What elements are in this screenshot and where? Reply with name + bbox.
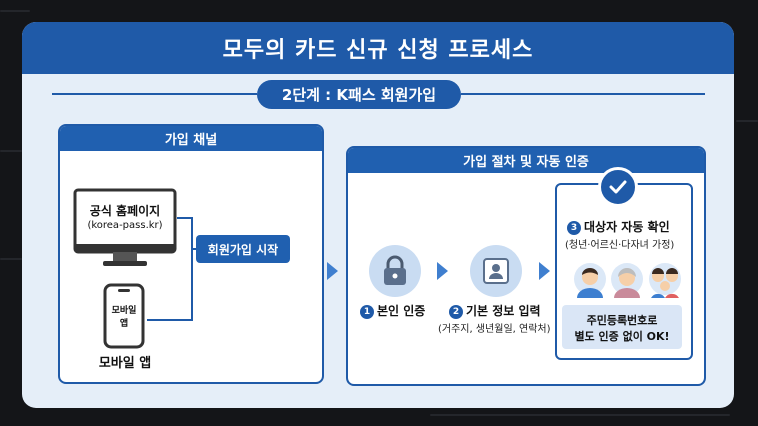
lock-icon bbox=[384, 255, 406, 285]
note-box bbox=[562, 305, 682, 349]
stage-pill: 2단계 : K패스 회원가입 bbox=[257, 80, 461, 109]
step3-text: 대상자 자동 확인 bbox=[584, 220, 670, 234]
title-bar: 모두의 카드 신규 신청 프로세스 bbox=[22, 22, 734, 74]
senior-person-icon bbox=[611, 263, 643, 298]
background-line bbox=[0, 150, 22, 152]
note-line-1: 주민등록번호로 bbox=[586, 314, 658, 327]
step1-number: 1 bbox=[360, 305, 374, 319]
arrow-icon bbox=[539, 262, 550, 280]
connector-vertical bbox=[191, 217, 193, 321]
connector-bottom bbox=[147, 319, 193, 321]
background-line bbox=[0, 258, 22, 260]
phone-icon bbox=[103, 283, 145, 349]
arrow-icon bbox=[437, 262, 448, 280]
step2-number: 2 bbox=[449, 305, 463, 319]
step1-text: 본인 인증 bbox=[377, 304, 426, 318]
phone-screen-text-1: 모바일 bbox=[111, 306, 137, 316]
step3-sub: (청년·어르신·다자녀 가정) bbox=[565, 240, 675, 251]
step2-icon-circle bbox=[470, 245, 522, 297]
process-panel-header: 가입 절차 및 자동 인증 bbox=[348, 148, 704, 173]
phone-screen-text-2: 앱 bbox=[119, 319, 129, 329]
check-icon bbox=[598, 167, 638, 207]
background-line bbox=[736, 120, 758, 122]
stage-divider-left bbox=[52, 93, 257, 95]
background-line bbox=[0, 10, 30, 12]
channel-panel-header: 가입 채널 bbox=[60, 126, 322, 151]
note-line-2: 별도 인증 없이 OK! bbox=[574, 330, 670, 343]
page-title: 모두의 카드 신규 신청 프로세스 bbox=[222, 38, 534, 63]
background-line bbox=[430, 414, 730, 416]
family-icon bbox=[649, 263, 681, 298]
card-content: 모두의 카드 신규 신청 프로세스 bbox=[22, 22, 734, 408]
connector-top bbox=[177, 217, 193, 219]
step3-number: 3 bbox=[567, 221, 581, 235]
step2-sub: (거주지, 생년월일, 연락처) bbox=[438, 324, 551, 335]
arrow-icon bbox=[327, 262, 338, 280]
step1-icon-circle bbox=[369, 245, 421, 297]
connector-middle bbox=[191, 248, 197, 250]
mobile-app-label: 모바일 앱 bbox=[98, 356, 152, 371]
monitor-icon bbox=[73, 188, 177, 266]
signup-start-button[interactable]: 회원가입 시작 bbox=[196, 235, 290, 263]
id-card-icon bbox=[483, 258, 509, 284]
step2-text: 기본 정보 입력 bbox=[466, 304, 541, 318]
website-url: (korea-pass.kr) bbox=[87, 220, 163, 231]
stage-divider-right bbox=[461, 93, 705, 95]
young-person-icon bbox=[574, 263, 606, 298]
website-name: 공식 홈페이지 bbox=[89, 204, 161, 218]
